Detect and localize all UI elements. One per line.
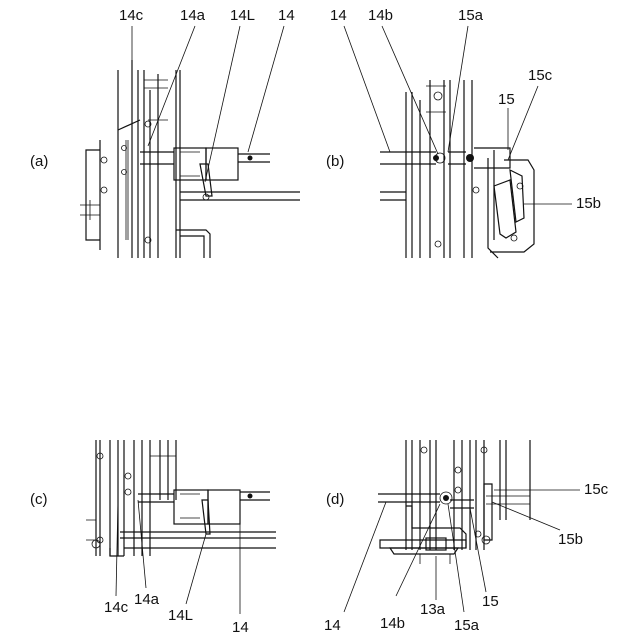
label-15: 15	[498, 91, 515, 108]
panel-d-labels: 15c 15b 14 14b 13a 15a 15	[324, 481, 609, 634]
label-14: 14	[330, 7, 347, 24]
label-13a: 13a	[420, 601, 446, 618]
label-15a: 15a	[458, 7, 484, 24]
label-14c: 14c	[119, 7, 144, 24]
label-14L: 14L	[230, 7, 255, 24]
panel-b: (b)	[326, 7, 601, 258]
panel-a-drawing	[80, 60, 300, 258]
label-14a: 14a	[134, 591, 160, 608]
panel-d: (d)	[324, 440, 609, 634]
panel-b-labels: 14 14b 15a 15c 15 15b	[330, 7, 601, 212]
label-15a: 15a	[454, 617, 480, 634]
label-15c: 15c	[528, 67, 553, 84]
panel-a-labels: 14c 14a 14L 14	[119, 7, 295, 24]
panel-b-leaders	[344, 26, 572, 204]
label-15c: 15c	[584, 481, 609, 498]
label-14b: 14b	[368, 7, 393, 24]
label-14: 14	[324, 617, 341, 634]
panel-d-id: (d)	[326, 491, 344, 508]
label-15b: 15b	[558, 531, 583, 548]
label-14b: 14b	[380, 615, 405, 632]
label-14a: 14a	[180, 7, 206, 24]
panel-a: (a)	[30, 7, 300, 258]
label-14: 14	[232, 619, 249, 636]
label-14L: 14L	[168, 607, 193, 624]
panel-a-leaders	[132, 26, 284, 182]
panel-a-id: (a)	[30, 153, 48, 170]
label-14c: 14c	[104, 599, 129, 616]
panel-c: (c)	[30, 440, 276, 636]
label-14: 14	[278, 7, 295, 24]
panel-b-id: (b)	[326, 153, 344, 170]
panel-c-drawing	[86, 440, 276, 556]
label-15b: 15b	[576, 195, 601, 212]
panel-c-labels: 14c 14a 14L 14	[104, 591, 249, 636]
label-15: 15	[482, 593, 499, 610]
panel-c-id: (c)	[30, 491, 48, 508]
